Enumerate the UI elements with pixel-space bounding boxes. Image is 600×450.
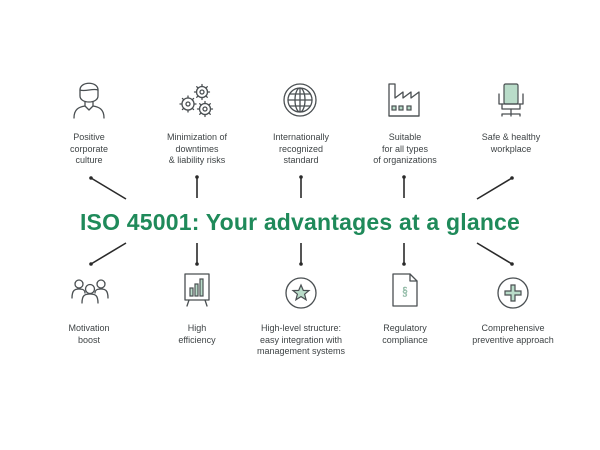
label-safe-healthy-workplace: Safe & healthy workplace bbox=[481, 132, 541, 154]
connector-bottom-1 bbox=[90, 242, 127, 265]
gears-icon bbox=[179, 83, 214, 118]
globe-icon bbox=[283, 83, 317, 117]
connector-top-1 bbox=[90, 177, 127, 200]
svg-text:§: § bbox=[402, 284, 408, 298]
connector-dot-top-4 bbox=[402, 175, 406, 179]
connector-dot-top-1 bbox=[89, 176, 93, 180]
label-high-efficiency: High efficiency bbox=[178, 323, 216, 345]
label-positive-corporate-culture: Positive corporate culture bbox=[69, 132, 109, 166]
label-motivation-boost: Motivation boost bbox=[68, 323, 110, 345]
office-chair-icon bbox=[498, 83, 524, 117]
label-high-level-structure: High-level structure: easy integration w… bbox=[256, 323, 346, 357]
page-title: ISO 45001: Your advantages at a glance bbox=[79, 209, 521, 235]
plus-circle-icon bbox=[497, 277, 529, 309]
team-icon bbox=[71, 279, 109, 304]
connector-dot-bottom-4 bbox=[402, 262, 406, 266]
connector-dot-bottom-2 bbox=[195, 262, 199, 266]
label-regulatory-compliance: Regulatory compliance bbox=[382, 323, 428, 345]
connector-dot-bottom-1 bbox=[89, 262, 93, 266]
connector-dot-bottom-5 bbox=[510, 262, 514, 266]
star-badge-icon bbox=[285, 277, 317, 309]
paragraph-document-icon: § bbox=[392, 273, 418, 307]
person-icon bbox=[73, 82, 105, 119]
connector-dot-top-5 bbox=[510, 176, 514, 180]
connectors-bottom bbox=[89, 242, 514, 266]
label-comprehensive-preventive-approach: Comprehensive preventive approach bbox=[472, 323, 554, 345]
bar-chart-board-icon bbox=[184, 273, 210, 307]
connectors-top bbox=[89, 175, 514, 200]
connector-dot-bottom-3 bbox=[299, 262, 303, 266]
label-minimization-of-downtimes: Minimization of downtimes & liability ri… bbox=[166, 132, 228, 166]
label-suitable-for-all-organizations: Suitable for all types of organizations bbox=[373, 132, 437, 166]
connector-top-5 bbox=[476, 177, 513, 200]
factory-icon bbox=[388, 83, 420, 117]
connector-dot-top-3 bbox=[299, 175, 303, 179]
connector-dot-top-2 bbox=[195, 175, 199, 179]
label-internationally-recognized-standard: Internationally recognized standard bbox=[272, 132, 330, 166]
connector-bottom-5 bbox=[476, 242, 513, 265]
